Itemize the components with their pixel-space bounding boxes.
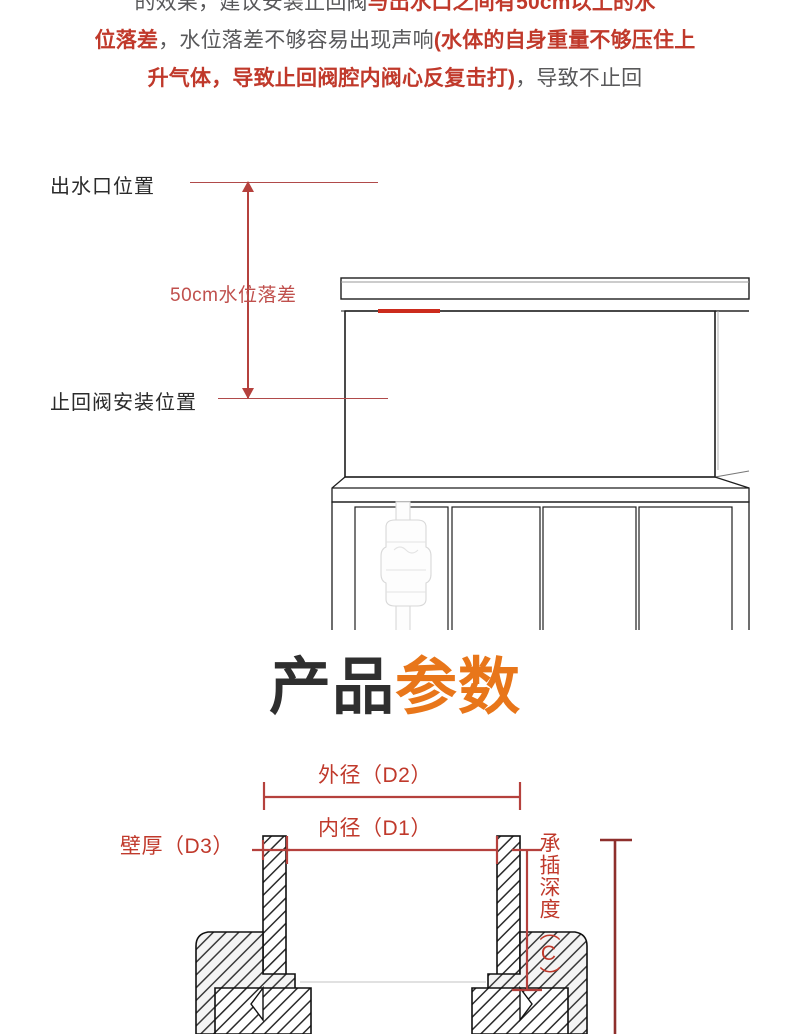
intro-run-2-1: 位落差: [94, 29, 159, 52]
socket-depth-dimension: [512, 848, 542, 992]
right-reference-dimension: [600, 838, 632, 1034]
check-valve-assembly: [380, 501, 432, 630]
cabinet-body: [331, 501, 750, 630]
intro-line-1: 的效果，建议安装止回阀与出水口之间有50cm以上的水: [0, 0, 790, 22]
intro-paragraph: 的效果，建议安装止回阀与出水口之间有50cm以上的水位落差，水位落差不够容易出现…: [0, 0, 790, 98]
right-socket-body: [471, 931, 588, 1034]
outlet-position-label: 出水口位置: [50, 176, 155, 198]
intro-run-2-3: (水体的自身重量不够压住上: [433, 29, 696, 52]
wall-thickness-dimension: [252, 840, 290, 860]
product-parameters-title: 产品参数: [0, 636, 790, 726]
intro-run-1-1: 的效果，建议安装止回阀: [134, 0, 368, 14]
intro-run-3-1: 升气体，导致止回阀腔内阀心反复击打): [147, 67, 516, 90]
wall-thickness-label: 壁厚（D3）: [120, 835, 234, 858]
intro-run-3-2: ，导致不止回: [515, 67, 643, 90]
outer-diameter-dimension: [262, 782, 522, 810]
outer-diameter-label: 外径（D2）: [318, 764, 432, 787]
dimension-arrow-up: [242, 181, 254, 192]
intro-line-2: 位落差，水位落差不够容易出现声响(水体的自身重量不够压住上: [0, 22, 790, 60]
tank-glass-body: [341, 310, 750, 478]
left-socket-body: [195, 931, 312, 1034]
dimension-arrow-down: [242, 388, 254, 399]
intro-run-2-2: ，水位落差不够容易出现声响: [158, 29, 434, 52]
pipe-fitting-dimension-diagram: 外径（D2） 内径（D1） 壁厚（D3） 承插深度（C）: [0, 750, 790, 1034]
tank-hood: [340, 277, 750, 300]
check-valve-leader-line: [218, 398, 388, 399]
check-valve-position-label: 止回阀安装位置: [50, 392, 197, 414]
water-level-drop-label: 50cm水位落差: [170, 285, 297, 306]
left-pipe-wall: [262, 835, 287, 989]
water-drop-dimension-line: [242, 181, 254, 399]
cabinet-top-plate: [331, 476, 750, 503]
intro-run-1-2: 与出水口之间有50cm以上的水: [367, 0, 656, 14]
fitting-drawing: [195, 782, 632, 1034]
tank-water-level-diagram: 出水口位置 止回阀安装位置 50cm水位落差: [0, 130, 790, 630]
socket-depth-label: 承插深度（C）: [537, 832, 560, 988]
title-accent-part: 参数: [395, 650, 522, 723]
outlet-leader-line: [190, 182, 378, 183]
inner-diameter-label: 内径（D1）: [318, 817, 432, 840]
tank-drawing: [331, 277, 750, 630]
right-pipe-wall: [496, 835, 521, 989]
intro-line-3: 升气体，导致止回阀腔内阀心反复击打)，导致不止回: [0, 60, 790, 98]
title-dark-part: 产品: [268, 650, 395, 723]
